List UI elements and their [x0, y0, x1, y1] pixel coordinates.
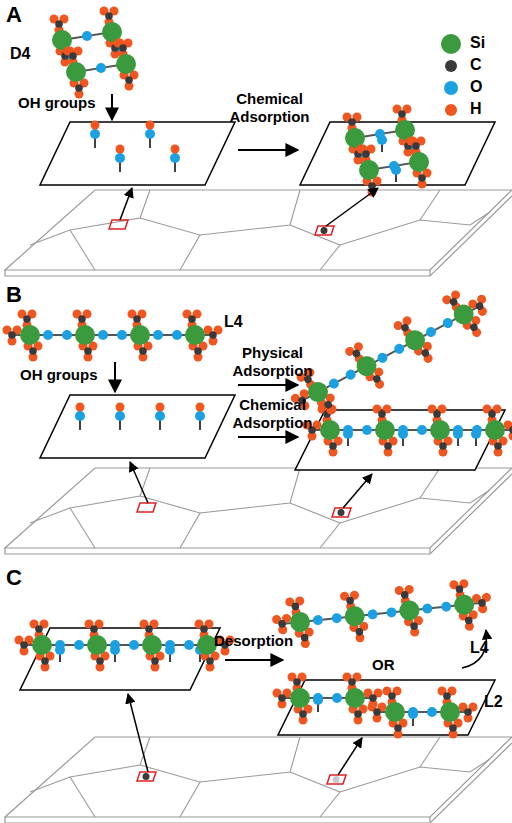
panel-a-art: [5, 7, 512, 277]
process-label: Desorption: [214, 632, 293, 650]
l4-molecule: [270, 577, 494, 652]
group-label: OH groups: [20, 366, 98, 384]
legend-text: Si: [470, 34, 485, 52]
surface-plane: [40, 122, 235, 185]
molecule-label: D4: [10, 44, 30, 63]
legend-text: C: [470, 56, 482, 74]
l4-molecule: [15, 620, 235, 672]
grain-surface: [5, 737, 512, 823]
grain-surface: [5, 190, 512, 276]
panel-letter: A: [6, 2, 22, 27]
panel-letter: B: [6, 282, 22, 307]
legend-swatch: [445, 104, 457, 116]
panel-letter: C: [6, 565, 22, 590]
d4-molecule: [343, 105, 432, 197]
panel-b-art: [3, 279, 512, 554]
legend-swatch: [444, 81, 458, 95]
process-label: Chemical Adsorption: [225, 396, 320, 432]
legend-swatch: [441, 34, 461, 54]
l4-molecule: [3, 310, 223, 362]
legend-text: H: [470, 100, 482, 118]
l2-molecule: [273, 673, 383, 725]
panel-c-art: [5, 577, 512, 823]
molecule-label: L4: [224, 312, 243, 331]
molecule-label: L4: [470, 638, 489, 657]
l4-molecule: [282, 279, 501, 428]
legend-text: O: [470, 78, 482, 96]
legend-swatch: [445, 60, 457, 72]
note-label: OR: [372, 656, 395, 674]
molecule-label: L2: [484, 692, 503, 711]
process-label: Chemical Adsorption: [222, 90, 317, 126]
grain-surface: [5, 468, 512, 554]
l2-molecule: [368, 687, 478, 739]
d4-molecule: [50, 7, 139, 99]
process-label: Physical Adsorption: [225, 344, 320, 380]
group-label: OH groups: [18, 94, 96, 112]
surface-plane: [40, 395, 235, 458]
